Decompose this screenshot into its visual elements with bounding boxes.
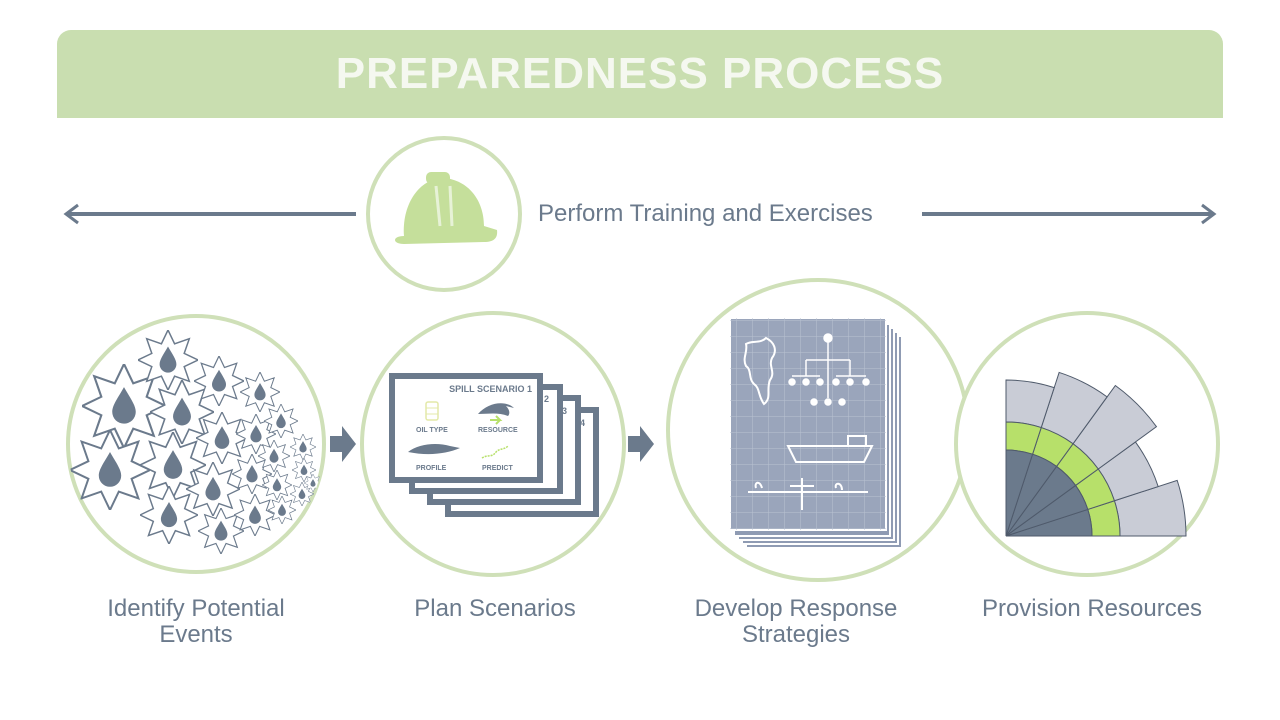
step-label-plan: Plan Scenarios [414,595,576,622]
aircraft-drawing [748,478,868,510]
tanker-ship-drawing [786,435,874,463]
resource-fan-chart-icon [1005,371,1187,537]
resource-label: RESOURCE [478,427,518,434]
training-arrow-left [63,203,356,225]
page-number: 3 [562,406,567,416]
hard-hat-icon [395,172,498,244]
scenario-card-title: SPILL SCENARIO 1 [449,384,532,394]
step-label-develop: Develop Response Strategies [694,595,898,648]
strategy-blueprint-icon [729,317,903,549]
step-label-provision: Provision Resources [981,595,1203,622]
boom-tree-drawing [788,333,870,406]
step-arrow-2 [628,426,654,462]
page-title: PREPAREDNESS PROCESS [335,49,945,98]
step-arrow-1 [330,426,356,462]
scenario-cards-icon: 2 3 4 SPILL SCENARIO 1 OIL TYPE RESOURCE… [389,373,599,517]
step-circle-develop [666,278,970,582]
training-circle [366,136,522,292]
oil-slick-icon [408,444,460,455]
training-arrow-right [922,203,1217,225]
step-circle-plan: 2 3 4 SPILL SCENARIO 1 OIL TYPE RESOURCE… [360,311,626,577]
profile-label: PROFILE [416,465,447,472]
training-label: Perform Training and Exercises [538,200,873,227]
oil-type-label: OIL TYPE [416,427,448,434]
page-number: 2 [544,394,549,404]
trajectory-icon [481,445,509,459]
fan-inner-segment [1005,449,1034,537]
title-banner: PREPAREDNESS PROCESS [57,30,1223,118]
predict-label: PREDICT [482,465,513,472]
step-circle-provision [954,311,1220,577]
step-label-identify: Identify Potential Events [107,595,285,648]
barrel-icon [425,401,439,421]
page-number: 4 [580,418,585,428]
resource-arrow-icon [490,415,503,425]
coastline-drawing [743,336,776,406]
dolphin-icon [478,403,514,416]
step-circle-identify [66,314,326,574]
